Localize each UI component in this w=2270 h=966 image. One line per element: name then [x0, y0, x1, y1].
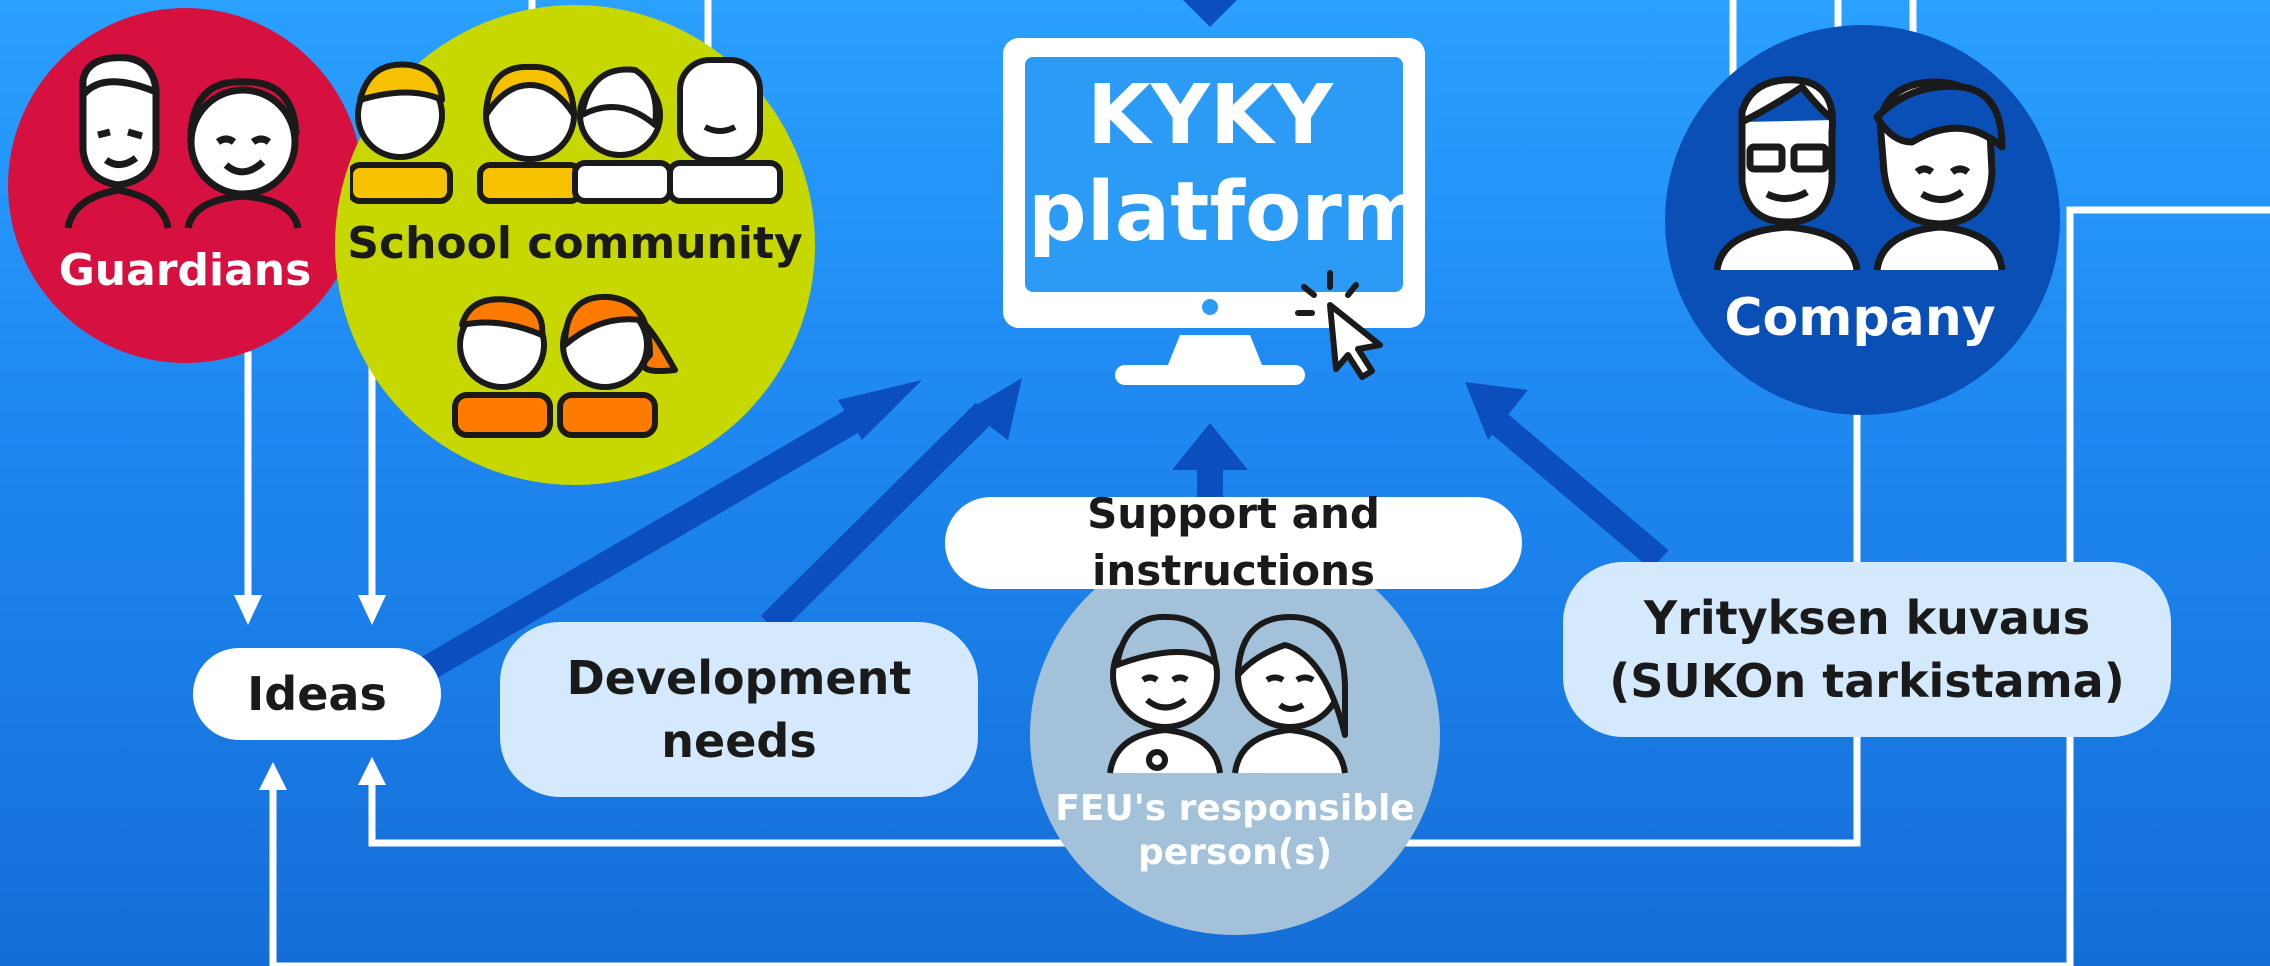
arrowhead-ideas-up-1 [358, 757, 386, 785]
arrow-dev-to-platform [760, 402, 995, 635]
guardians-circle [8, 8, 363, 363]
yrityksen-kuvaus-line1: Yrityksen kuvaus [1643, 591, 2091, 646]
school-people-icon [350, 57, 783, 438]
support-instructions-pill: Support and instructions [945, 489, 1522, 595]
top-arrowhead [1183, 0, 1237, 27]
support-instructions-label: Support and instructions [1087, 489, 1380, 595]
line-bottom-loop [269, 206, 2270, 966]
company-label: Company [1724, 288, 1996, 348]
platform-title-line1: KYKY [1087, 68, 1333, 163]
development-needs-pill: Development needs [500, 622, 978, 797]
cursor-icon [1295, 270, 1383, 380]
development-needs-line1: Development [566, 651, 912, 706]
arrowhead-school [358, 595, 386, 625]
arrowhead-support [1172, 423, 1248, 470]
yrityksen-kuvaus-pill: Yrityksen kuvaus (SUKOn tarkistama) [1563, 562, 2171, 737]
ideas-pill: Ideas [193, 648, 441, 740]
school-community-label: School community [347, 218, 803, 269]
arrowhead-dev [968, 378, 1022, 440]
feu-label-line1: FEU's responsible [1055, 788, 1415, 829]
development-needs-line2: needs [661, 713, 817, 768]
company-people-icon [1713, 76, 2006, 271]
company-circle [1665, 25, 2060, 415]
arrowhead-yritys [1465, 382, 1528, 440]
feu-circle [1030, 535, 1440, 935]
arrowhead-ideas [838, 380, 922, 440]
yrityksen-kuvaus-line2: (SUKOn tarkistama) [1609, 653, 2125, 708]
ideas-label: Ideas [247, 666, 387, 721]
guardians-label: Guardians [58, 245, 312, 296]
arrowhead-ideas-up-2 [259, 762, 287, 790]
arrowhead-guardians [234, 595, 262, 625]
monitor-icon [1003, 38, 1425, 385]
arrow-yritys-to-platform [1486, 410, 1669, 570]
feu-label-line2: person(s) [1137, 832, 1333, 873]
arrow-ideas-to-platform [418, 393, 887, 682]
feu-people-icon [1107, 613, 1348, 774]
platform-title-line2: platform [1028, 165, 1428, 260]
guardians-people-icon [64, 54, 302, 229]
